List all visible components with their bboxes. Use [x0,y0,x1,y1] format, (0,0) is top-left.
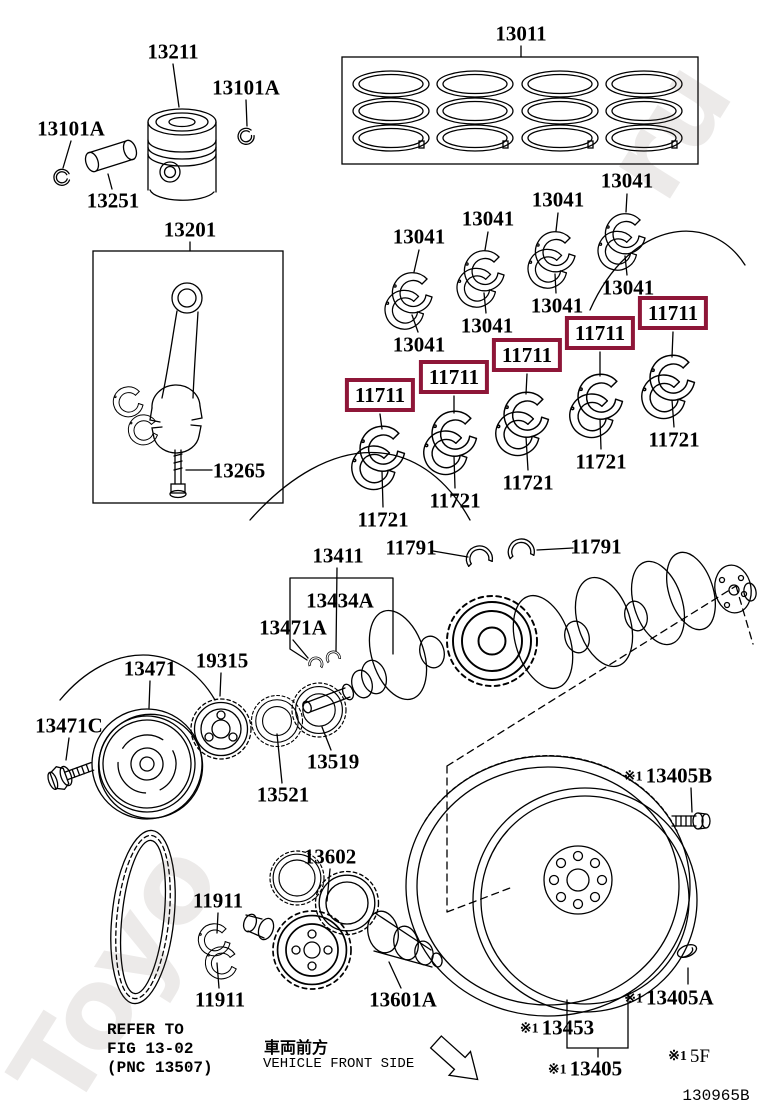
rod-bolt-drawing [169,449,187,499]
refer-note-line2: FIG 13-02 [107,1040,194,1058]
callout-13251: 13251 [86,188,140,213]
sheet-code: 130965B [682,1087,750,1105]
callout-11791: 11791 [385,535,437,560]
callout-11911: 11911 [194,987,246,1012]
crankshaft-key-drawing [308,655,325,669]
callout-11911: 11911 [192,888,244,913]
callout-13041: 13041 [461,206,515,231]
highlighted-callout-11711[interactable]: 11711 [491,338,563,372]
callout-13601A: 13601A [369,987,437,1012]
ref-mark: ※1 [623,769,643,785]
callout-11721: 11721 [502,470,554,495]
ref-mark: ※1 [547,1062,567,1078]
callout-13602: 13602 [303,844,357,869]
callout-11791: 11791 [570,534,622,559]
pulley-bolt-drawing [47,762,95,791]
callout-13041: 13041 [392,224,446,249]
watermark-strokes [59,230,746,701]
highlighted-callout-11711[interactable]: 11711 [418,360,490,394]
callout-11721: 11721 [575,449,627,474]
connecting-rod-drawing [149,282,203,454]
thrust-washer-drawing [463,542,494,568]
callout-11721: 11721 [429,488,481,513]
leader-lines [62,45,693,1058]
ref-mark: ※1 [668,1049,687,1064]
flywheel-drawing [405,585,754,1017]
callout-13101A: 13101A [37,116,105,141]
balance-shaft-bearing-drawing [202,943,241,982]
callout-19315: 19315 [195,648,249,673]
callout-13201: 13201 [163,217,217,242]
callout-13411: 13411 [312,543,364,568]
thrust-washer-drawing [505,536,536,560]
piston-pin-drawing [84,139,138,173]
callout-13265: 13265 [212,458,266,483]
snap-ring-drawing [51,166,73,188]
callout-13471A: 13471A [259,615,327,640]
vehicle-front-label-jp: 車両前方 [264,1038,329,1057]
dowel-pin-drawing [676,944,698,958]
highlighted-callout-11711[interactable]: 11711 [344,378,416,412]
piston-rings-drawing [352,70,683,152]
crank-sprocket-drawing [190,698,252,760]
crankshaft-key-drawing [323,648,342,664]
callout-13519: 13519 [306,749,360,774]
highlighted-callout-11711[interactable]: 11711 [637,296,709,330]
callout-13041: 13041 [530,293,584,318]
callout-11721: 11721 [648,427,700,452]
refer-note: REFER TO FIG 13-02 (PNC 13507) [107,1021,213,1078]
ref-mark: ※1 [519,1021,539,1037]
piston-ring-set-box [341,56,699,165]
callout-13041: 13041 [600,168,654,193]
piston-drawing [147,108,217,201]
callout-13041: 13041 [531,187,585,212]
refer-note-line1: REFER TO [107,1021,184,1039]
main-bearings-drawing [352,355,695,489]
callout-13434A: 13434A [306,588,374,613]
callout-13011: 13011 [495,21,547,46]
callout-13041: 13041 [392,332,446,357]
callout-13521: 13521 [256,782,310,807]
vehicle-front-label-en: VEHICLE FRONT SIDE [263,1056,415,1072]
refer-note-line3: (PNC 13507) [107,1059,213,1077]
snap-ring-drawing [236,126,256,147]
callout-13471: 13471 [123,656,177,681]
crank-gear-drawing [291,682,347,738]
direction-arrow [429,1035,479,1081]
connecting-rod-box [92,250,284,504]
callout-13041: 13041 [460,313,514,338]
callout-13471C: 13471C [35,713,103,738]
timing-chain-drawing [110,829,176,1005]
callout-13041: 13041 [601,275,655,300]
callout-11721: 11721 [357,507,409,532]
highlighted-callout-11711[interactable]: 11711 [564,316,636,350]
balance-shaft-drawing [242,850,443,990]
callout-13211: 13211 [147,39,199,64]
crankshaft-drawing [302,551,757,714]
rod-bearing-shell-drawing [112,386,144,418]
ref-mark: ※1 [624,991,644,1007]
crank-pulley-drawing [91,708,204,820]
flywheel-bolt-drawing [671,812,711,830]
callout-13101A: 13101A [212,75,280,100]
